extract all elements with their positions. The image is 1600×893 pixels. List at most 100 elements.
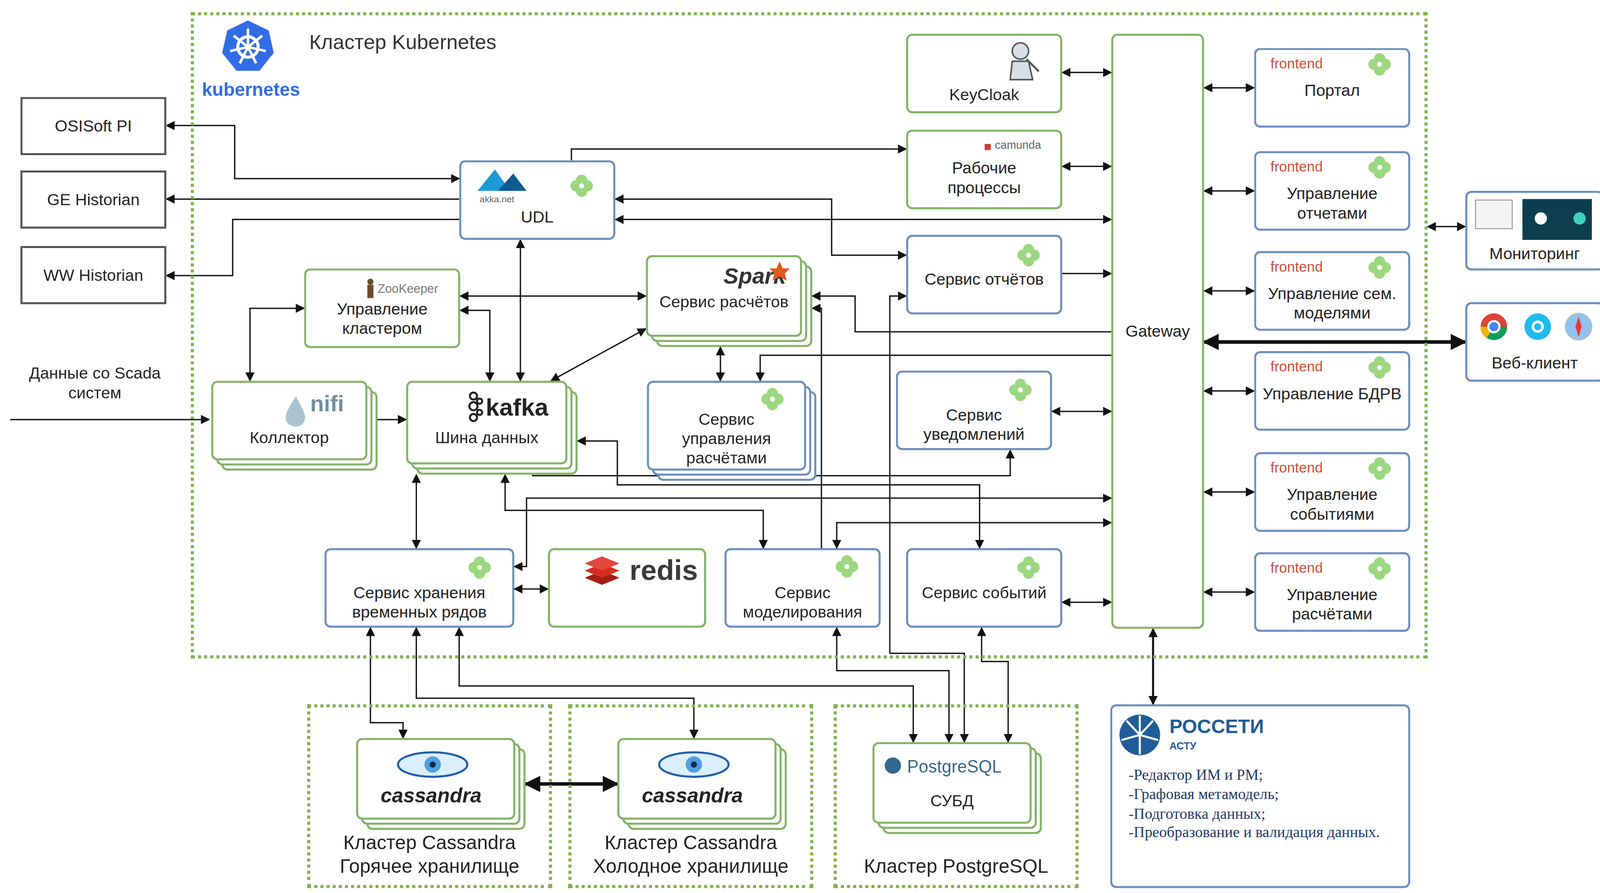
- connector-arrow: [719, 347, 722, 381]
- connector-arrow: [1204, 87, 1255, 89]
- gateway-box: Gateway: [1111, 33, 1205, 629]
- service-icon: [1368, 256, 1392, 279]
- camunda-logo: [984, 143, 991, 151]
- service-box: Сервис управления расчётами: [647, 380, 807, 470]
- service-icon: [761, 387, 784, 411]
- connector-arrow: [519, 239, 521, 381]
- service-icon: [1017, 556, 1041, 579]
- node-text: Мониторинг: [1489, 244, 1580, 264]
- logo-text: frontend: [1270, 259, 1323, 274]
- storage-region: Кластер PostgreSQLPostgreSQLСУБД: [833, 703, 1079, 888]
- connector-arrow: [370, 627, 404, 738]
- service-box: camundaРабочие процессы: [906, 129, 1063, 209]
- node-text: Сервис управления расчётами: [655, 409, 799, 469]
- connector-arrow: [166, 219, 459, 276]
- node-text: Кластер Cassandra Горячее хранилище: [316, 832, 543, 879]
- logo-text: РОССЕТИ: [1169, 716, 1264, 736]
- logo-text: akka.net: [479, 195, 515, 205]
- service-box: Сервис уведомлений: [896, 370, 1053, 450]
- external-system: GE Historian: [20, 170, 167, 229]
- frontend-box: frontendУправление отчетами: [1254, 151, 1411, 231]
- service-box: Сервис моделирования: [724, 547, 881, 628]
- connector-arrow: [415, 474, 417, 548]
- node-text: Сервис уведомлений: [904, 404, 1044, 444]
- node-text: Управление расчётами: [1262, 584, 1403, 624]
- service-box: Сервис событий: [906, 547, 1063, 628]
- connector-arrow: [836, 522, 1112, 548]
- database-box: PostgreSQLСУБД: [872, 741, 1032, 824]
- storage-region: Кластер Cassandra Холодное хранилищеcass…: [568, 703, 814, 888]
- database-box: cassandra: [617, 737, 777, 820]
- frontend-box: frontendПортал: [1254, 48, 1411, 128]
- logo-text: camunda: [994, 139, 1041, 151]
- connector-arrow: [1427, 225, 1466, 228]
- service-icon: [1017, 244, 1041, 267]
- rosseti-logo: [1119, 714, 1161, 755]
- spark-logo: [769, 261, 790, 281]
- cassandra-logo: [398, 752, 468, 777]
- connector-arrow: [550, 328, 646, 381]
- external-system: OSISoft PI: [20, 96, 167, 156]
- node-text: Сервис моделирования: [732, 582, 873, 622]
- node-text: -Редактор ИМ и РМ;: [1128, 765, 1263, 785]
- node-text: Управление кластером: [312, 299, 452, 339]
- kubernetes-logo: [221, 20, 274, 71]
- node-text: Портал: [1304, 80, 1360, 101]
- service-box: nifiКоллектор: [211, 380, 368, 460]
- redis-logo: [584, 556, 620, 585]
- logo-text: frontend: [1270, 56, 1323, 71]
- node-text: Управление сем. моделями: [1262, 283, 1403, 323]
- node-text: -Графовая метамодель;: [1128, 784, 1279, 804]
- service-box: KeyCloak: [906, 33, 1063, 114]
- frontend-box: frontendУправление БДРВ: [1254, 351, 1411, 431]
- connector-arrow: [1204, 390, 1255, 392]
- storage-region: Кластер Cassandra Горячее хранилище cassa…: [307, 703, 553, 888]
- monitoring-icons: [1475, 198, 1592, 240]
- akka-logo: [477, 169, 511, 192]
- connector-arrow: [416, 627, 694, 738]
- connector-arrow: [981, 627, 1009, 742]
- connector-arrow: [1062, 601, 1112, 603]
- akka-logo: [497, 173, 527, 191]
- service-box: kafkaШина данных: [405, 380, 568, 465]
- service-icon: [468, 556, 492, 579]
- system-box: РОССЕТИАСТУ-Редактор ИМ и РМ;-Графовая м…: [1110, 703, 1411, 888]
- node-text: Веб-клиент: [1491, 352, 1578, 373]
- service-box: SparkСервис расчётов: [645, 255, 802, 338]
- service-box: redis: [547, 547, 706, 628]
- logo-text: frontend: [1270, 159, 1323, 174]
- connector-arrow: [615, 218, 1112, 221]
- logo-text: frontend: [1270, 359, 1323, 374]
- node-text: Сервис отчётов: [924, 269, 1044, 289]
- connector-arrow: [1062, 273, 1112, 275]
- connector-arrow: [615, 198, 907, 256]
- postgresql-logo: [884, 756, 901, 774]
- connector-arrow: [460, 295, 647, 297]
- service-icon: [835, 555, 859, 578]
- connector-arrow: [1062, 71, 1112, 74]
- node-text: Управление отчетами: [1262, 183, 1403, 223]
- cluster-region: kubernetesКластер KubernetesKeyCloakcamu…: [190, 12, 1428, 658]
- node-text: Шина данных: [435, 427, 539, 448]
- service-icon: [1368, 52, 1392, 76]
- service-box: akka.netUDL: [459, 160, 616, 240]
- logo-text: nifi: [310, 392, 344, 416]
- client-box: Веб-клиент: [1465, 301, 1600, 382]
- zookeeper-logo: [367, 278, 374, 299]
- service-icon: [1368, 356, 1392, 379]
- logo-text: Spark: [723, 265, 787, 288]
- connector-arrow: [1052, 410, 1112, 413]
- connector-arrow: [249, 308, 304, 381]
- node-text: Сервис событий: [922, 582, 1047, 603]
- connector-arrow: [1062, 165, 1112, 168]
- node-text: KeyCloak: [949, 84, 1019, 105]
- node-text: -Преобразование и валидация данных.: [1128, 822, 1380, 843]
- node-text: GE Historian: [47, 189, 140, 210]
- node-text: СУБД: [930, 790, 974, 811]
- connector-arrow: [1152, 628, 1155, 704]
- logo-text: Кластер Kubernetes: [309, 31, 497, 53]
- database-box: cassandra: [356, 737, 516, 820]
- service-icon: [1368, 156, 1392, 179]
